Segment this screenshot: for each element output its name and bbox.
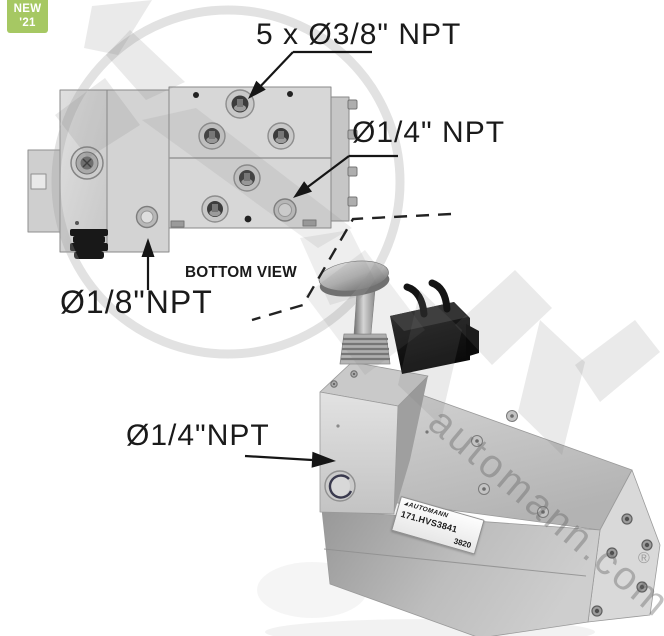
exhaust-connector xyxy=(70,229,108,259)
solenoid-terminal xyxy=(428,279,451,313)
arrow-top-ports xyxy=(248,50,372,99)
manifold-left-tab xyxy=(27,149,63,233)
manifold-screw xyxy=(70,146,104,180)
annotation-view-label: BOTTOM VIEW xyxy=(185,264,297,281)
push-pull-knob xyxy=(318,260,390,297)
end-cap-screws xyxy=(591,513,653,617)
valve-photo xyxy=(257,260,661,636)
arrow-supply-port xyxy=(244,451,336,468)
solenoid-terminal xyxy=(403,283,428,318)
pilot-column-side xyxy=(394,376,428,514)
annotation-side-port: Ø1/4" NPT xyxy=(352,116,506,149)
arrow-side-port xyxy=(293,154,398,198)
arrow-exhaust-port xyxy=(141,238,155,290)
knob-ribbed-neck xyxy=(339,333,391,365)
watermark-logo-circle xyxy=(51,5,405,359)
solenoid-coil xyxy=(390,279,479,374)
annotation-supply-port: Ø1/4"NPT xyxy=(126,419,270,452)
new-badge: NEW '21 xyxy=(7,0,48,33)
annotation-top-ports: 5 x Ø3/8" NPT xyxy=(256,18,462,51)
port-1-4-npt xyxy=(273,198,297,222)
watermark-logo-chevrons xyxy=(55,0,660,455)
body-top-screws xyxy=(471,410,549,518)
pilot-port-opening xyxy=(324,470,356,502)
valve-body-front xyxy=(321,509,601,636)
annotation-exhaust-port: Ø1/8"NPT xyxy=(60,284,213,320)
manifold-middle-panel xyxy=(106,89,170,253)
badge-line1: NEW xyxy=(13,2,42,15)
badge-line2: '21 xyxy=(19,16,36,29)
watermark-registered-mark: ® xyxy=(638,550,650,567)
bottom-view-drawing xyxy=(27,86,358,259)
annotation-arrows xyxy=(141,50,452,468)
ports-3-8-npt xyxy=(198,89,295,223)
port-1-8-npt xyxy=(135,205,159,229)
projection-dashed-line xyxy=(251,212,452,322)
